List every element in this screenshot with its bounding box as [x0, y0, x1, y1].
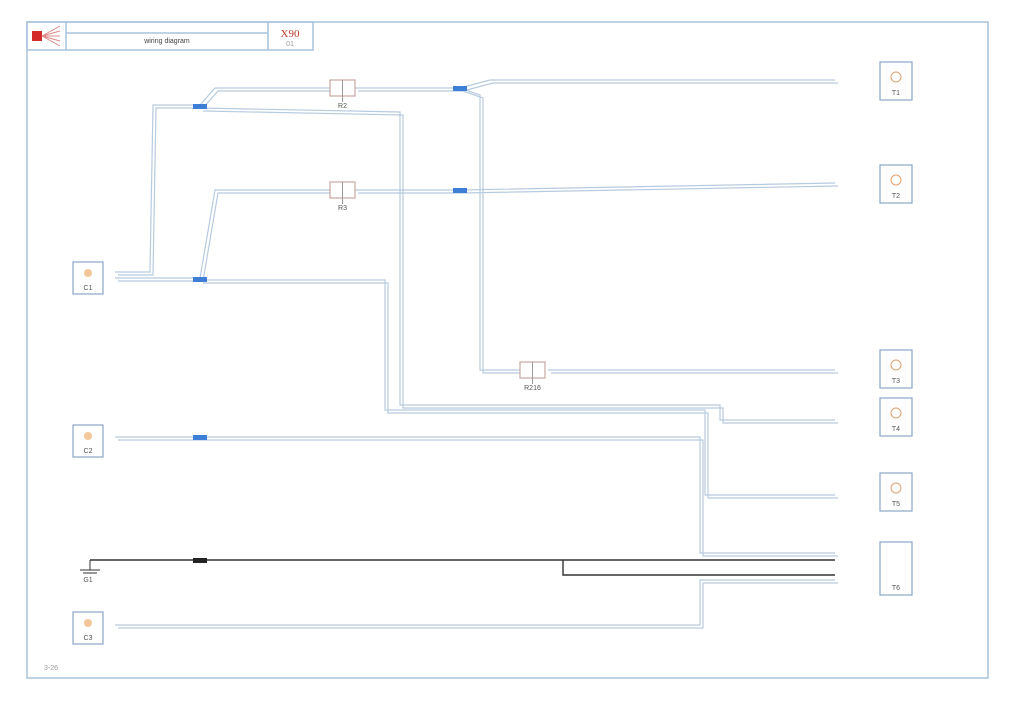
wire: [115, 436, 835, 554]
relay-label: R2: [338, 103, 347, 110]
component-left[interactable]: [72, 611, 104, 645]
component-right[interactable]: [879, 472, 913, 512]
component-label: C3: [84, 635, 93, 642]
wire: [118, 82, 838, 276]
wires: [90, 79, 839, 629]
component-label: T5: [892, 501, 900, 508]
splice: [193, 277, 207, 282]
component-label: C1: [84, 285, 93, 292]
component-label: T6: [892, 585, 900, 592]
wire: [115, 579, 835, 626]
splice: [453, 86, 467, 91]
wire: [459, 87, 835, 371]
page-number: 3-26: [44, 665, 58, 672]
wire: [115, 182, 836, 279]
wire: [118, 185, 839, 282]
wire: [118, 439, 838, 557]
diagram-sub: 01: [286, 41, 294, 48]
component-right[interactable]: [879, 61, 913, 101]
ground-icon: [80, 560, 100, 574]
relay-label: R216: [524, 385, 541, 392]
component-right[interactable]: [879, 349, 913, 389]
wire: [118, 582, 838, 629]
wire: [203, 282, 838, 499]
ground-wire: [90, 559, 835, 576]
wire: [199, 107, 835, 421]
component-label: T3: [892, 378, 900, 385]
splice: [193, 558, 207, 563]
component-left[interactable]: [72, 261, 104, 295]
title-block: wiring diagram X90 01: [26, 21, 314, 51]
component-right[interactable]: [879, 164, 913, 204]
component-label: T2: [892, 193, 900, 200]
diagram-frame: [26, 21, 989, 679]
wire: [115, 79, 835, 273]
connector-logo-icon: [32, 25, 61, 47]
relay-label: R3: [338, 205, 347, 212]
splice: [193, 104, 207, 109]
wire: [462, 90, 838, 374]
component-right[interactable]: [879, 397, 913, 437]
component-label: C2: [84, 448, 93, 455]
splice: [453, 188, 467, 193]
diagram-code: X90: [281, 28, 300, 40]
component-left[interactable]: [72, 424, 104, 458]
ground-label: G1: [83, 577, 92, 584]
splice: [193, 435, 207, 440]
wire: [202, 110, 838, 424]
component-label: T1: [892, 90, 900, 97]
component-label: T4: [892, 426, 900, 433]
component-right[interactable]: [879, 541, 913, 596]
wire: [200, 279, 835, 496]
diagram-title: wiring diagram: [143, 38, 190, 45]
